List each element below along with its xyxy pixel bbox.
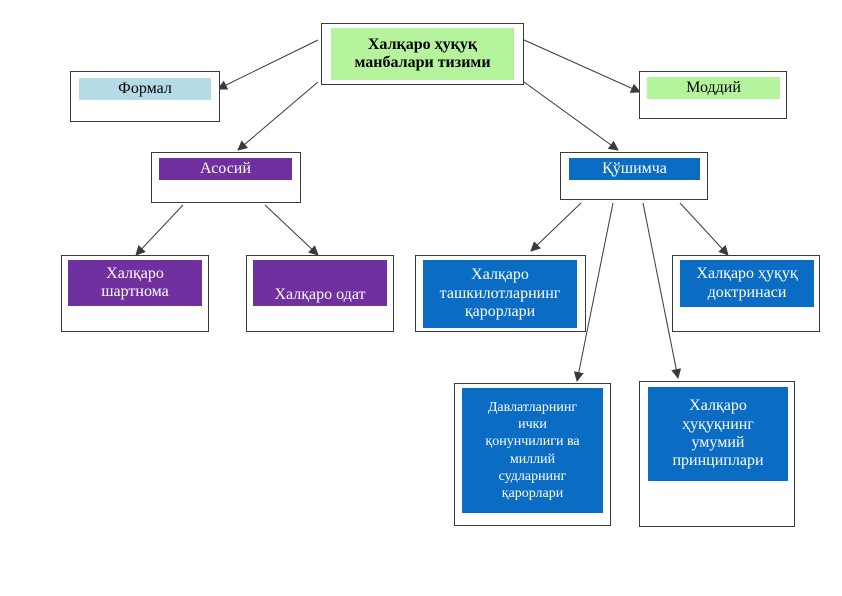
arrow-additional-to-org bbox=[530, 202, 582, 252]
arrow-additional-to-national bbox=[573, 202, 614, 382]
arrow-additional-to-principles bbox=[642, 202, 682, 379]
title-node: Халқаро ҳуқуқ манбалари тизими bbox=[321, 23, 524, 85]
title-label: Халқаро ҳуқуқ манбалари тизими bbox=[331, 28, 514, 80]
material-node: Моддий bbox=[639, 71, 787, 119]
treaty-label: Халқаро шартнома bbox=[68, 260, 202, 306]
additional-branch-node: Қўшимча bbox=[560, 152, 708, 200]
additional-branch-label: Қўшимча bbox=[569, 158, 700, 180]
org-decisions-node: Халқаро ташкилотларнинг қарорлари bbox=[415, 255, 586, 332]
arrow-title-to-additional bbox=[523, 81, 619, 151]
doctrine-label: Халқаро ҳуқуқ доктринаси bbox=[680, 260, 814, 307]
custom-node: Халқаро одат bbox=[246, 255, 394, 332]
arrow-title-to-material bbox=[523, 39, 641, 93]
national-law-label: Давлатларнинг ички қонунчилиги ва миллий… bbox=[462, 388, 603, 513]
material-label: Моддий bbox=[647, 77, 780, 99]
arrow-title-to-formal bbox=[217, 39, 319, 90]
general-principles-label: Халқаро ҳуқуқнинг умумий принциплари bbox=[648, 387, 788, 481]
main-branch-node: Асосий bbox=[151, 152, 301, 203]
formal-node: Формал bbox=[70, 71, 220, 122]
arrow-title-to-main bbox=[237, 81, 319, 151]
arrow-main-to-treaty bbox=[135, 204, 184, 256]
org-decisions-label: Халқаро ташкилотларнинг қарорлари bbox=[423, 260, 577, 328]
general-principles-node: Халқаро ҳуқуқнинг умумий принциплари bbox=[639, 381, 795, 527]
treaty-node: Халқаро шартнома bbox=[61, 255, 209, 332]
arrow-main-to-custom bbox=[264, 204, 319, 256]
formal-label: Формал bbox=[79, 78, 211, 100]
doctrine-node: Халқаро ҳуқуқ доктринаси bbox=[672, 255, 820, 332]
custom-label: Халқаро одат bbox=[253, 260, 387, 306]
main-branch-label: Асосий bbox=[159, 158, 292, 180]
arrow-additional-to-doctrine bbox=[679, 202, 729, 256]
national-law-node: Давлатларнинг ички қонунчилиги ва миллий… bbox=[454, 383, 611, 526]
